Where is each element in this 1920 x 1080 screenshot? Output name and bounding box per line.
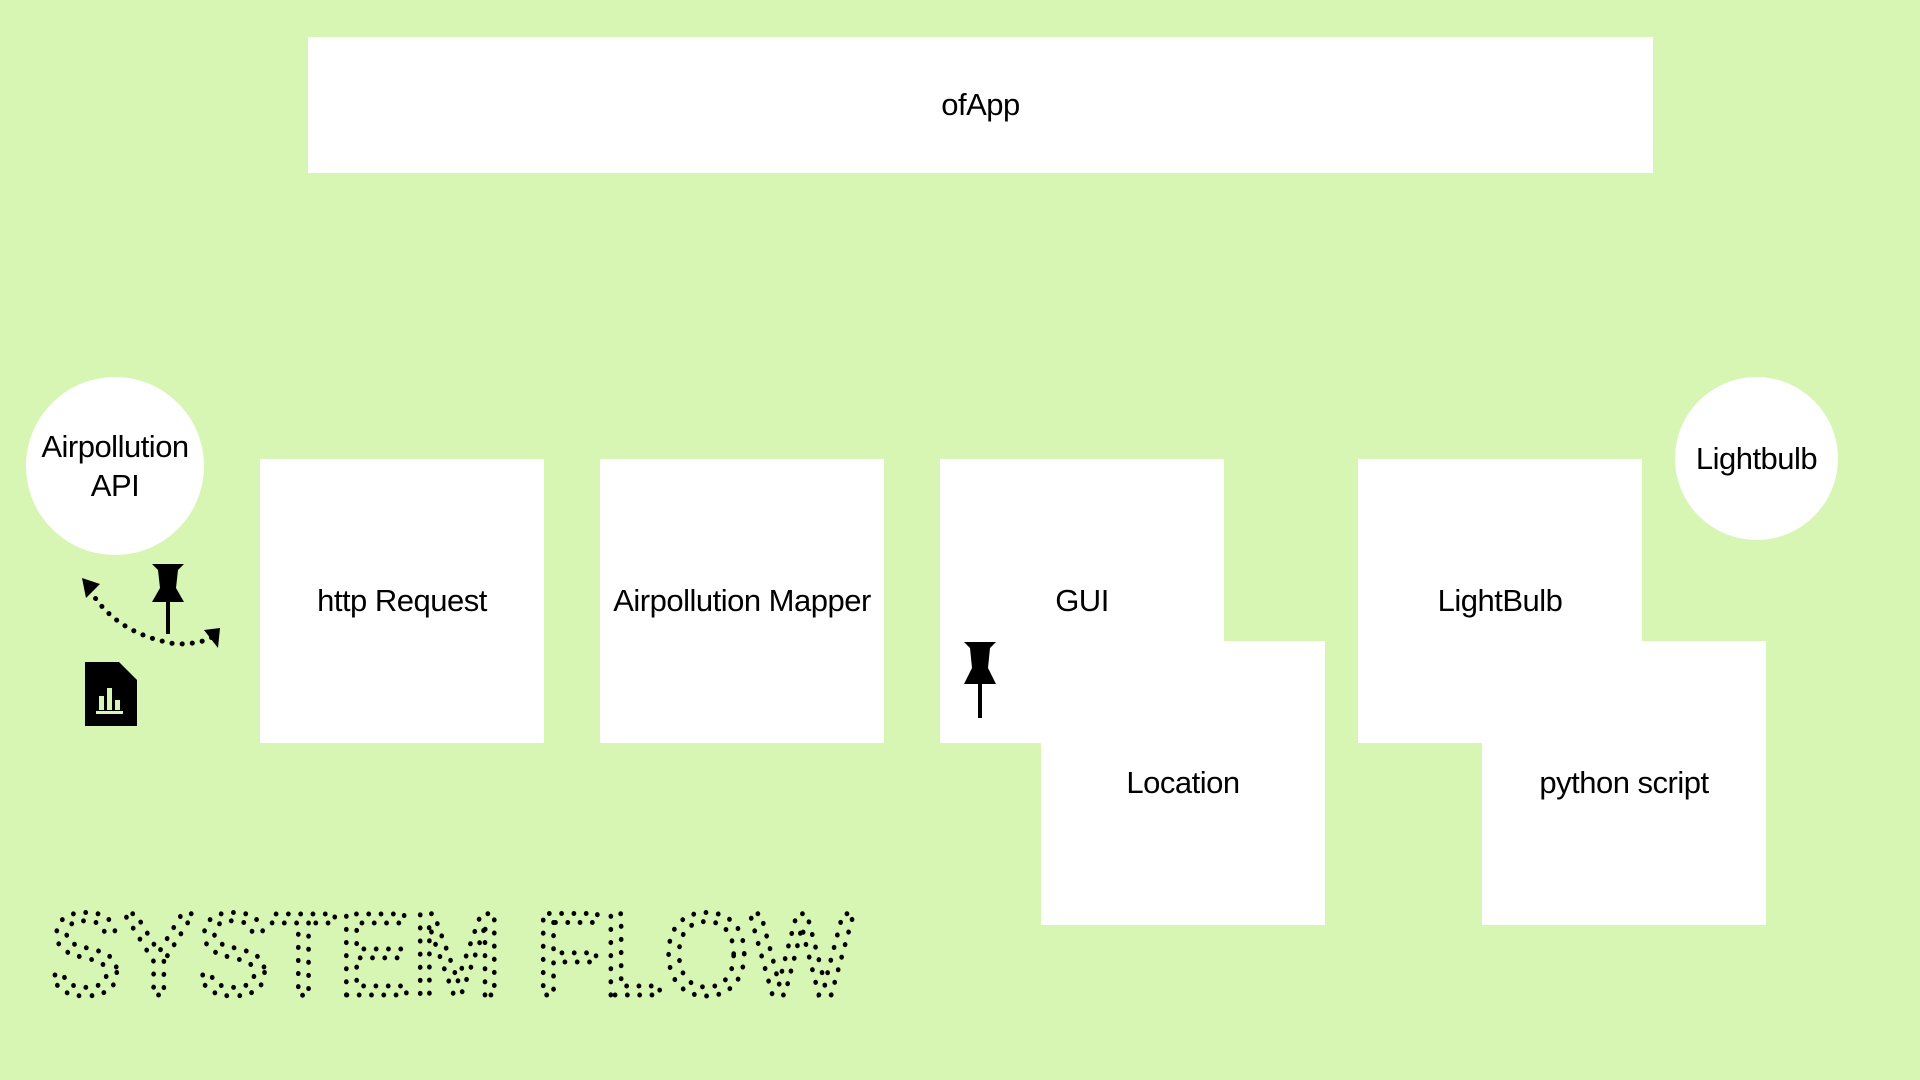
airpollution-api-label: Airpollution API bbox=[41, 429, 189, 503]
location-label: Location bbox=[1126, 765, 1240, 800]
python-script-node: python script bbox=[1482, 641, 1766, 925]
chart-document-icon bbox=[85, 662, 137, 726]
pushpin-icon bbox=[964, 642, 996, 718]
location-node: Location bbox=[1041, 641, 1325, 925]
http-request-node: http Request bbox=[260, 459, 544, 743]
diagram-title: SYSTEM FLOW bbox=[46, 887, 868, 1024]
python-script-label: python script bbox=[1539, 765, 1709, 800]
dotted-arrow-icon bbox=[82, 578, 220, 648]
ofapp-label: ofApp bbox=[941, 87, 1020, 122]
http-request-label: http Request bbox=[317, 583, 487, 618]
airpollution-mapper-label: Airpollution Mapper bbox=[613, 583, 871, 618]
ofapp-node: ofApp bbox=[308, 37, 1653, 173]
lightbulb-module-label: LightBulb bbox=[1437, 583, 1563, 618]
lightbulb-device-label: Lightbulb bbox=[1695, 441, 1818, 476]
airpollution-api-node: Airpollution API bbox=[26, 377, 204, 555]
diagram-title-text: SYSTEM FLOW bbox=[48, 905, 854, 1005]
gui-label: GUI bbox=[1055, 583, 1109, 618]
pushpin-icon bbox=[152, 564, 184, 634]
airpollution-mapper-node: Airpollution Mapper bbox=[600, 459, 884, 743]
lightbulb-device-node: Lightbulb bbox=[1675, 377, 1838, 540]
